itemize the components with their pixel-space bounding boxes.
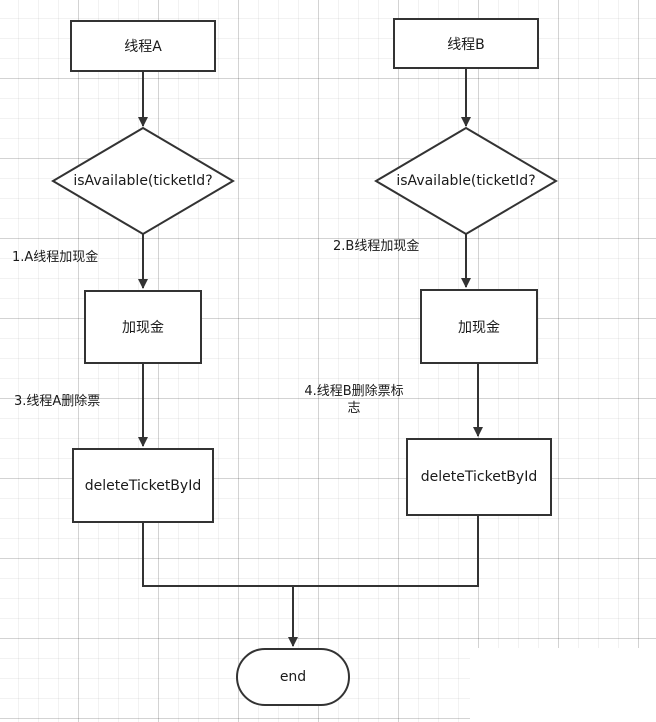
annotation-step-1: 1.A线程加现金 [12, 250, 99, 265]
node-thread-b-label: 线程B [447, 36, 485, 53]
node-thread-b[interactable]: 线程B [393, 18, 539, 69]
diamond-check-b [374, 126, 558, 236]
annotation-step-2: 2.B线程加现金 [333, 239, 420, 254]
decision-check-a-label: isAvailable(ticketId? [73, 173, 213, 189]
node-delete-ticket-a[interactable]: deleteTicketById [72, 448, 214, 523]
node-delete-ticket-b[interactable]: deleteTicketById [406, 438, 552, 516]
diamond-check-a [51, 126, 235, 236]
node-delete-ticket-b-label: deleteTicketById [420, 469, 538, 485]
watermark-cover [470, 648, 656, 722]
node-delete-ticket-a-label: deleteTicketById [84, 477, 202, 494]
node-add-cash-b-label: 加现金 [458, 319, 500, 336]
node-end[interactable]: end [236, 648, 350, 706]
edge-delete-b-to-end [293, 516, 479, 587]
annotation-step-4-line-1: 4.线程B删除票标 [304, 384, 404, 399]
edge-delete-a-to-end [142, 523, 293, 587]
node-add-cash-a-label: 加现金 [122, 320, 164, 336]
decision-check-b-label: isAvailable(ticketId? [396, 173, 536, 189]
node-end-label: end [279, 669, 307, 685]
annotation-step-3: 3.线程A删除票 [14, 394, 101, 409]
annotation-step-4-line-2: 志 [347, 401, 361, 416]
node-thread-a-label: 线程A [124, 39, 162, 55]
node-thread-a[interactable]: 线程A [70, 20, 216, 72]
annotation-step-4: 4.线程B删除票标 志 [298, 383, 410, 417]
node-add-cash-a[interactable]: 加现金 [84, 290, 202, 364]
node-add-cash-b[interactable]: 加现金 [420, 289, 538, 364]
